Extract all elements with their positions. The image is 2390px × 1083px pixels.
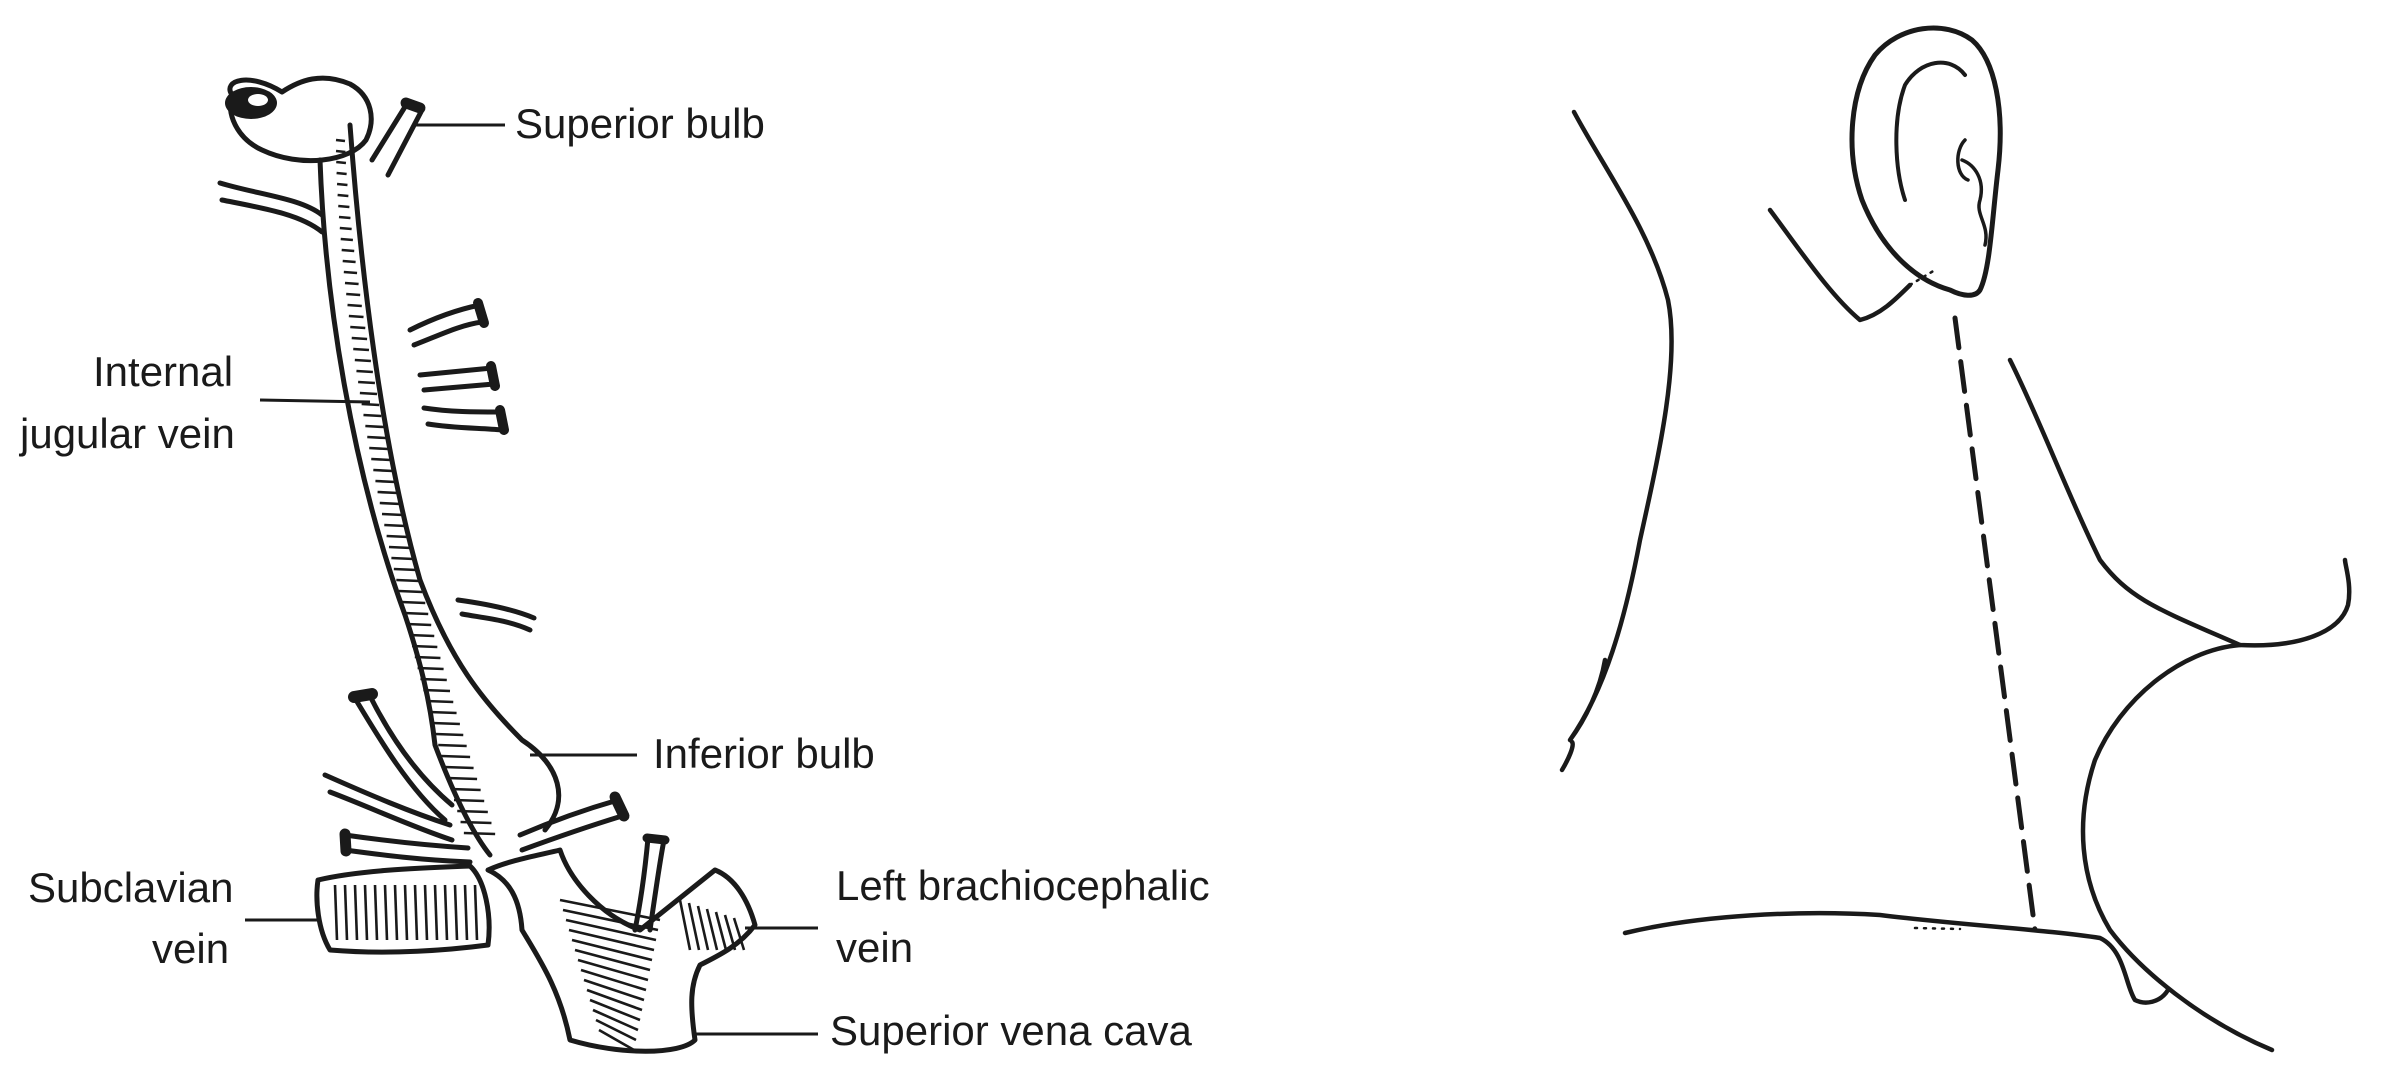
- back-of-neck-outline: [2007, 357, 2352, 648]
- ear-outline: [1849, 25, 2003, 298]
- jaw-chin-outline: [1567, 109, 1674, 743]
- internal-jugular-vein-shape: [317, 122, 562, 858]
- label-left-brachiocephalic-line1: Left brachiocephalic: [836, 862, 1210, 909]
- brachiocephalic-svc-shape: [485, 847, 758, 1054]
- neck-surface-drawing: [1559, 25, 2352, 1053]
- leader-lines: [245, 123, 818, 1036]
- label-left-brachiocephalic-line2: vein: [836, 924, 913, 971]
- label-subclavian-line2: vein: [152, 925, 229, 972]
- label-superior-bulb: Superior bulb: [515, 100, 765, 147]
- mandible-line: [1767, 207, 1913, 323]
- clavicle-line: [1622, 910, 2171, 1005]
- shoulder-contour: [2080, 642, 2275, 1053]
- label-internal-jugular-line2: jugular vein: [18, 410, 235, 457]
- label-inferior-bulb: Inferior bulb: [653, 730, 875, 777]
- vein-labels: Superior bulb Internal jugular vein Infe…: [18, 100, 1210, 1054]
- label-internal-jugular-line1: Internal: [93, 348, 233, 395]
- vein-anatomy-drawing: Superior bulb Internal jugular vein Infe…: [18, 75, 1210, 1054]
- label-superior-vena-cava: Superior vena cava: [830, 1007, 1193, 1054]
- subclavian-vein-shape: [314, 863, 492, 955]
- superior-bulb-shape: [225, 75, 374, 164]
- dashed-jugular-surface-line: [1952, 315, 2038, 933]
- tributary-branches: [217, 97, 670, 933]
- label-subclavian-line1: Subclavian: [28, 864, 233, 911]
- internal-jugular-vein-hatching: [335, 138, 496, 836]
